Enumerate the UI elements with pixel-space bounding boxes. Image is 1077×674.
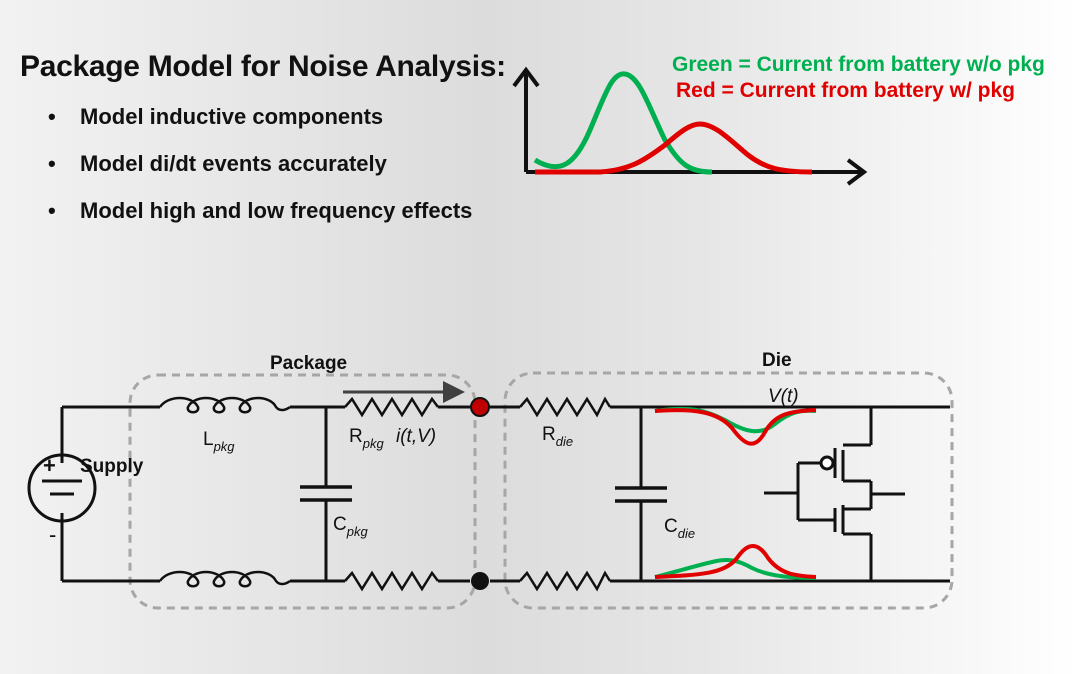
current-arrowhead (443, 381, 465, 403)
label-c-die: Cdie (664, 516, 695, 541)
green-current-curve (533, 71, 713, 175)
bullet-text: Model high and low frequency effects (80, 198, 473, 223)
bullet-item: • Model high and low frequency effects (48, 196, 472, 243)
resistor-pkg-top (344, 396, 439, 418)
die-top-red-wave (654, 408, 817, 446)
label-current: i(t,V) (396, 426, 436, 447)
bullet-text: Model di/dt events accurately (80, 151, 387, 176)
capacitor-die (615, 407, 667, 581)
current-graph (512, 66, 868, 186)
red-current-curve (535, 121, 813, 175)
bullet-item: • Model di/dt events accurately (48, 149, 472, 196)
cmos-inverter (764, 407, 905, 581)
label-r-die: Rdie (542, 424, 573, 449)
label-l-pkg: Lpkg (203, 429, 235, 454)
graph-x-arrow (846, 158, 868, 186)
bullet-dot: • (48, 151, 56, 176)
label-r-pkg: Rpkg (349, 426, 384, 451)
node-bottom-black (471, 572, 489, 590)
bullet-list: • Model inductive components • Model di/dt… (48, 102, 472, 243)
supply-plus: + (43, 453, 56, 478)
package-boundary (128, 373, 477, 610)
bullet-text: Model inductive components (80, 104, 384, 129)
supply-circle (27, 453, 97, 523)
bullet-item: • Model inductive components (48, 102, 472, 149)
graph-y-arrow (512, 66, 540, 88)
resistor-die-top (519, 396, 612, 418)
die-bottom-red-wave (654, 544, 817, 579)
inductor-top (158, 396, 291, 414)
die-boundary (503, 371, 954, 610)
capacitor-pkg (300, 407, 352, 581)
supply-source: + - Supply (27, 407, 144, 581)
package-label: Package (270, 353, 347, 374)
page-title: Package Model for Noise Analysis: (20, 50, 506, 83)
bullet-dot: • (48, 198, 56, 223)
resistor-pkg-bottom (344, 570, 439, 592)
legend-red: Red = Current from battery w/ pkg (676, 79, 1015, 102)
supply-label: Supply (80, 456, 144, 477)
label-voltage: V(t) (768, 386, 799, 407)
legend-green: Green = Current from battery w/o pkg (672, 53, 1045, 76)
label-c-pkg: Cpkg (333, 514, 368, 539)
die-label: Die (762, 350, 792, 371)
node-top-red (470, 397, 490, 417)
supply-minus: - (49, 522, 56, 547)
bullet-dot: • (48, 104, 56, 129)
inductor-bottom (158, 570, 291, 588)
resistor-die-bottom (519, 570, 612, 592)
